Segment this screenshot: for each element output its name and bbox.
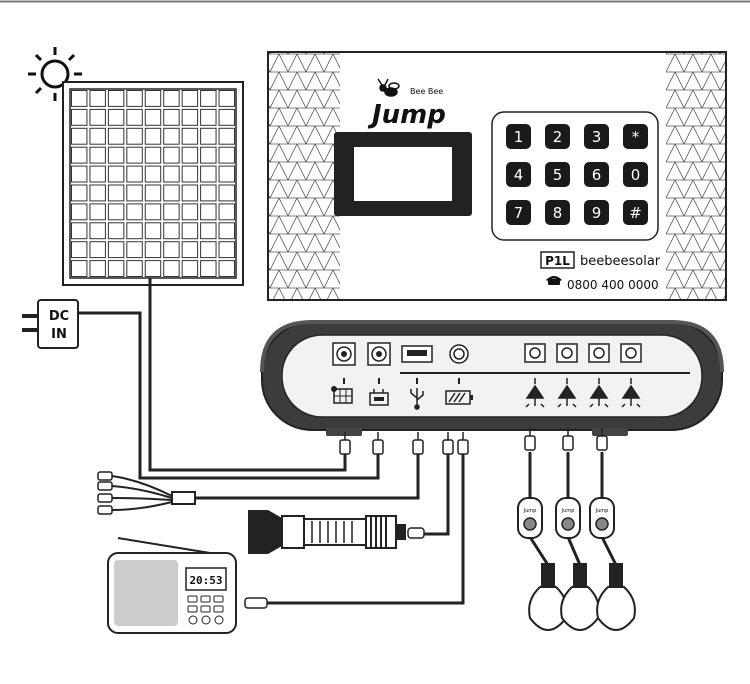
dc-out-port [449,344,469,364]
sun-icon [28,47,82,101]
bee-icon [377,78,400,97]
brand-name: beebeesolar [580,254,661,269]
keypad-key-label: 0 [631,166,641,184]
phone-icon [546,276,562,285]
keypad-key[interactable]: 9 [584,200,609,225]
keypad-key-label: 3 [592,128,602,146]
lamp: Jump [589,497,636,631]
keypad-key-label: 4 [514,166,524,184]
multi-charger-cable [97,471,196,515]
solar-panel-icon [331,386,353,404]
lamp-icon [557,378,577,408]
logo-small: Bee Bee [410,87,443,96]
plugs [339,435,608,455]
keypad-key[interactable]: 7 [506,200,531,225]
keypad [491,111,659,241]
lamps: Jump Jump Jump [517,497,636,631]
keypad-key-label: 8 [553,204,563,222]
radio-display-text: 20:53 [189,574,222,587]
usb-icon [410,388,424,410]
solar-panel-icon [62,81,244,286]
solar-in-port [332,342,356,366]
wires [78,282,618,605]
keypad-key[interactable]: 3 [584,124,609,149]
lamp-port-3 [588,343,610,363]
radio-display [185,567,227,591]
dc-in-label-1: DC [49,309,69,324]
keypad-key[interactable]: 4 [506,162,531,187]
lamp-port-2 [556,343,578,363]
lamp-icon [621,378,641,408]
keypad-key[interactable]: 1 [506,124,531,149]
lcd-screen [354,147,452,201]
keypad-key[interactable]: * [623,124,648,149]
keypad-key[interactable]: 8 [545,200,570,225]
keypad-key[interactable]: 2 [545,124,570,149]
pattern-left [268,52,340,300]
usb-port [401,345,433,363]
pattern-right [666,52,726,300]
lamp: Jump [517,497,568,631]
lamp-switch-label: Jump [561,508,575,514]
keypad-key-label: 6 [592,166,602,184]
keypad-key[interactable]: 5 [545,162,570,187]
dc-in-label-2: IN [51,327,67,342]
radio-speaker [114,560,178,626]
charger-icon [369,389,389,406]
phone-number: 0800 400 0000 [567,278,659,292]
lamp-switch-label: Jump [523,508,537,514]
hub-unit [260,320,724,436]
keypad-key-label: # [629,204,642,222]
keypad-key[interactable]: 0 [623,162,648,187]
keypad-key-label: 2 [553,128,563,146]
dc-in-port [367,342,391,366]
keypad-key[interactable]: # [623,200,648,225]
logo-brand: Jump [367,100,446,130]
battery-icon [445,390,473,405]
keypad-key[interactable]: 6 [584,162,609,187]
dc-in-adapter: DC IN [22,299,79,349]
keypad-key-label: 5 [553,166,563,184]
model-label: P1L [545,254,570,268]
keypad-key-label: 1 [514,128,524,146]
keypad-key-label: * [632,128,640,146]
flashlight [248,510,425,554]
lamp-switch-label: Jump [595,508,609,514]
lamp-icon [525,378,545,408]
lamp-port-1 [524,343,546,363]
lamp-icon [589,378,609,408]
keypad-key-label: 9 [592,204,602,222]
radio: 20:53 [107,537,268,634]
keypad-key-label: 7 [514,204,524,222]
control-unit: Bee Bee Jump 1 2 3 * 4 5 6 0 7 8 9 # P1L beebeesola… [267,51,727,301]
lamp-port-4 [620,343,642,363]
lamp: Jump [555,497,600,631]
